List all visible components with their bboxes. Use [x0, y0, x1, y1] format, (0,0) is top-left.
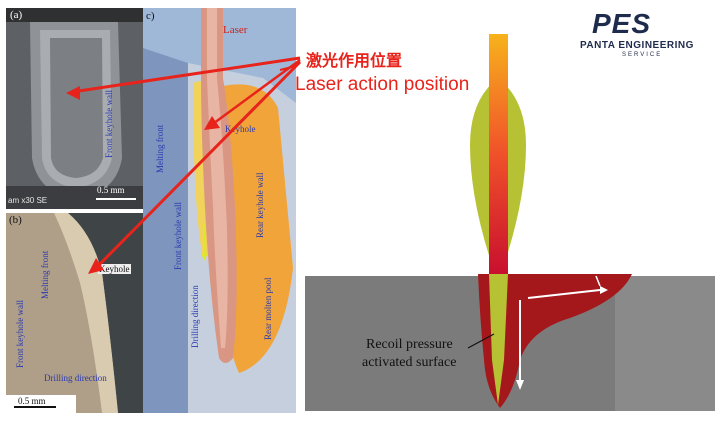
panel-b-melting-front-label: Melting front — [40, 250, 50, 299]
annotation-english: Laser action position — [295, 74, 470, 95]
logo-name: PANTA ENGINEERING — [580, 40, 694, 51]
panel-b-drilling-direction-label: Drilling direction — [44, 373, 107, 383]
panel-c-rear-molten-pool-label: Rear molten pool — [263, 277, 273, 341]
panel-c-drawing — [143, 8, 296, 413]
annotation-chinese: 激光作用位置 — [306, 53, 403, 70]
panel-a-front-keyhole-wall-label: Front keyhole wall — [104, 90, 114, 158]
recoil-leader-line — [467, 333, 495, 349]
molten-pool — [478, 274, 632, 408]
vapor-plume — [470, 78, 526, 282]
panel-b-keyhole-label: Keyhole — [98, 264, 131, 274]
logo-mark: PES — [592, 8, 652, 39]
recoil-label-line2: activated surface — [362, 355, 457, 370]
panel-b-scale-label: 0.5 mm — [18, 396, 46, 406]
panel-b-front-keyhole-wall-label: Front keyhole wall — [15, 300, 25, 368]
panel-c-laser-label: Laser — [223, 24, 248, 36]
panel-b-micrograph: (b) Front keyhole wall Melting front Key… — [6, 213, 143, 413]
recoil-label-line1: Recoil pressure — [366, 337, 453, 352]
panel-c-rear-keyhole-wall-label: Rear keyhole wall — [255, 172, 265, 238]
logo-sub: SERVICE — [622, 52, 663, 58]
panel-c-drilling-direction-label: Drilling direction — [190, 285, 200, 348]
panel-c-keyhole-label: Keyhole — [225, 124, 256, 134]
company-logo: PES PANTA ENGINEERING SERVICE — [580, 8, 715, 60]
laser-beam — [489, 34, 508, 274]
panel-a-keyhole-shape — [6, 8, 143, 209]
panel-c-tag: c) — [146, 10, 155, 22]
flow-arrow-right — [527, 289, 601, 299]
panel-c-front-keyhole-wall-label: Front keyhole wall — [173, 202, 183, 270]
panel-b-keyhole-shape — [6, 213, 143, 413]
panel-a-sem-image: (a) Front keyhole wall 0.5 mm am x30 SE — [6, 8, 143, 209]
panel-a-tag: (a) — [10, 9, 23, 21]
panel-b-tag: (b) — [9, 214, 22, 226]
panel-c-melting-front-label: Melting front — [155, 124, 165, 173]
panel-a-sem-info: am x30 SE — [8, 196, 48, 205]
panel-a-scale-label: 0.5 mm — [97, 185, 125, 195]
panel-c-keyhole-schematic: c) Laser Melting front Keyhole Front key… — [143, 8, 296, 413]
